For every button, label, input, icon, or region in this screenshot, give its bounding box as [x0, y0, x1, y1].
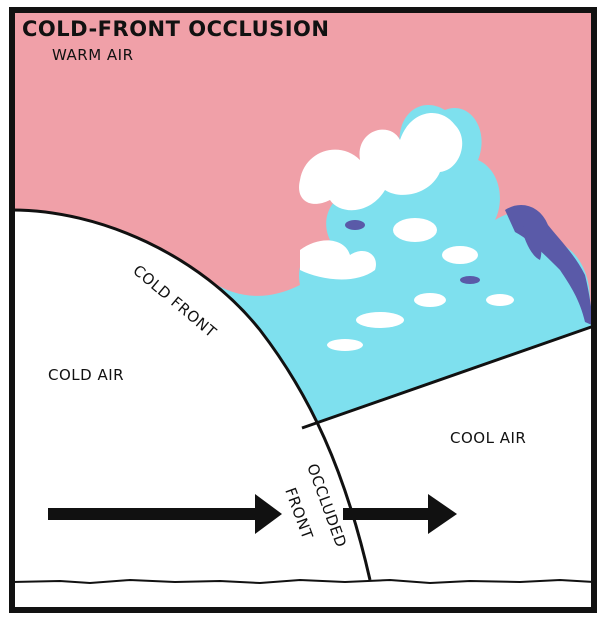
cold-front-line — [11, 208, 372, 581]
cool-air-arrow — [343, 494, 457, 534]
warm-air-label: WARM AIR — [52, 46, 134, 64]
frame-border — [9, 7, 597, 613]
cold-air-region — [12, 210, 370, 580]
cool-air-label: COOL AIR — [450, 429, 526, 447]
cold-air-label: COLD AIR — [48, 366, 124, 384]
diagram-title: COLD-FRONT OCCLUSION — [22, 17, 330, 41]
cloud-highlights — [299, 113, 514, 351]
cloud-mass — [212, 104, 594, 428]
cloud-shadows — [345, 205, 594, 326]
ground — [12, 580, 594, 610]
warm-front-line — [301, 324, 595, 430]
cold-air-arrow — [48, 494, 282, 534]
ground-line — [11, 578, 595, 585]
